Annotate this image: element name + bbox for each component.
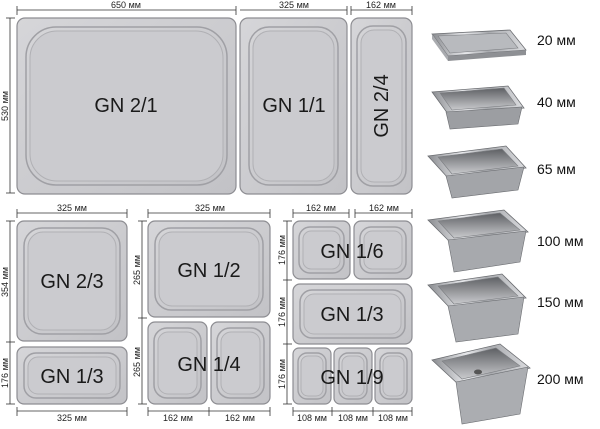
label-gn-1-1: GN 1/1: [262, 95, 325, 117]
pan-gn-1-3-left: GN 1/3: [16, 346, 128, 405]
label-gn-1-9: GN 1/9: [320, 367, 383, 389]
dim-108-3: 108 мм: [378, 413, 408, 423]
pan-gn-2-3: GN 2/3: [16, 220, 128, 342]
pan-gn-1-2: GN 1/2: [147, 220, 271, 318]
label-gn-2-3: GN 2/3: [40, 271, 103, 293]
depth-column: 20 мм 40 мм 65 мм 100 мм 150 мм: [427, 29, 584, 425]
pan-photo-100: [427, 209, 529, 273]
dim-354: 354 мм: [0, 267, 10, 297]
label-gn-1-2: GN 1/2: [177, 260, 240, 282]
depth-label-200: 200 мм: [537, 371, 584, 387]
dim-162-bm-right: 162 мм: [225, 413, 255, 423]
dim-325-bl-bottom: 325 мм: [57, 413, 87, 423]
dim-650: 650 мм: [111, 0, 141, 10]
depth-label-100: 100 мм: [537, 233, 584, 249]
pan-gn-2-4: GN 2/4: [350, 17, 413, 195]
bottom-left-group: 325 мм 354 мм 176 мм GN 2/3 GN 1/3 325 м…: [0, 203, 128, 423]
pan-gn-1-4-right: [210, 321, 271, 405]
dim-162-br-left: 162 мм: [306, 203, 336, 213]
pan-photo-65: [427, 145, 527, 199]
pan-gn-1-6-right: [353, 220, 413, 280]
label-gn-1-6: GN 1/6: [320, 241, 383, 263]
pan-gn-2-1: GN 2/1: [16, 17, 237, 195]
dim-325-bl: 325 мм: [57, 203, 87, 213]
pan-photo-150: [427, 273, 527, 343]
pan-gn-1-3-right: GN 1/3: [292, 283, 413, 345]
depth-label-40: 40 мм: [537, 94, 576, 110]
depth-label-150: 150 мм: [537, 294, 584, 310]
pan-gn-1-6-left: [292, 220, 351, 280]
bottom-right-group: 162 мм 162 мм 176 мм 176 мм 176 мм GN 1/…: [277, 203, 413, 423]
dim-176-br-3: 176 мм: [277, 359, 287, 389]
dim-108-2: 108 мм: [338, 413, 368, 423]
dim-176-br-2: 176 мм: [277, 297, 287, 327]
label-gn-1-3-left: GN 1/3: [40, 366, 103, 388]
dim-325-bm: 325 мм: [195, 203, 225, 213]
dim-162-bm-left: 162 мм: [163, 413, 193, 423]
label-gn-2-1: GN 2/1: [94, 95, 157, 117]
pan-photo-40: [431, 85, 525, 130]
depth-label-20: 20 мм: [537, 32, 576, 48]
dim-162-top: 162 мм: [366, 0, 396, 10]
label-gn-1-3-right: GN 1/3: [320, 304, 383, 326]
bottom-middle-group: 325 мм 265 мм 265 мм GN 1/2 GN 1/4 162 м…: [132, 203, 271, 423]
dim-265-bottom: 265 мм: [132, 347, 142, 377]
pan-photo-200: [431, 343, 531, 425]
label-gn-1-4: GN 1/4: [177, 354, 240, 376]
depth-label-65: 65 мм: [537, 161, 576, 177]
pan-gn-1-9-3: [374, 347, 413, 405]
dim-176-br-1: 176 мм: [277, 235, 287, 265]
dim-325-top: 325 мм: [279, 0, 309, 10]
pan-gn-1-1: GN 1/1: [239, 17, 348, 195]
pan-photo-20: [431, 29, 527, 61]
label-gn-2-4: GN 2/4: [371, 74, 393, 137]
dim-108-1: 108 мм: [297, 413, 327, 423]
dim-162-br-right: 162 мм: [369, 203, 399, 213]
dim-530: 530 мм: [0, 91, 10, 121]
dim-176-bl: 176 мм: [0, 358, 10, 388]
pan-gn-1-9-1: [292, 347, 332, 405]
dim-265-top: 265 мм: [132, 255, 142, 285]
pan-gn-1-4-left: [147, 321, 208, 405]
pan-gn-1-9-2: [333, 347, 373, 405]
top-row: 650 мм 325 мм 162 мм 530 мм GN 2/1 GN 1/…: [0, 0, 413, 195]
